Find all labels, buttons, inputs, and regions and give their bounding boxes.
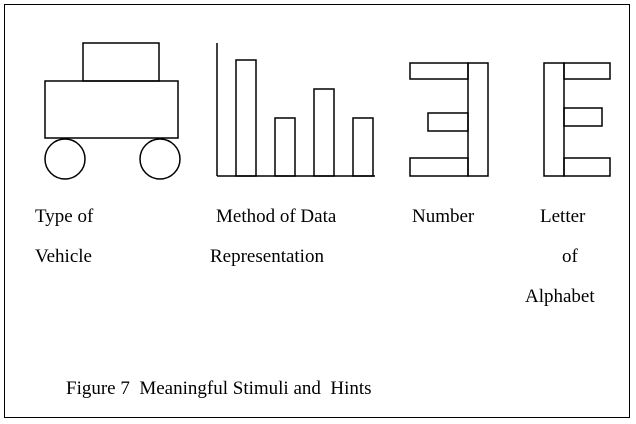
vehicle-label-line-2: Vehicle (35, 246, 92, 267)
e-vertical-stroke (543, 62, 565, 177)
bar-glyph-bar-4 (352, 117, 374, 177)
three-vertical-stroke (467, 62, 489, 177)
vehicle-stimulus (44, 42, 181, 180)
letter-label-line-2: of (562, 246, 578, 267)
vehicle-wheel-right (139, 138, 181, 180)
three-top-stroke (409, 62, 469, 80)
bar-glyph-bar-3 (313, 88, 335, 177)
bar-glyph-bar-2 (274, 117, 296, 177)
three-middle-stroke (427, 112, 469, 132)
number-three-stimulus (409, 62, 489, 177)
data-representation-label-line-2: Representation (210, 246, 324, 267)
bar-glyph-bar-1 (235, 59, 257, 177)
data-representation-label-line-1: Method of Data (216, 206, 337, 227)
e-top-stroke (563, 62, 611, 80)
vehicle-cab (82, 42, 160, 82)
letter-e-stimulus (543, 62, 611, 177)
vehicle-wheel-left (44, 138, 86, 180)
figure-frame (4, 4, 630, 418)
e-middle-stroke (563, 107, 603, 127)
e-bottom-stroke (563, 157, 611, 177)
number-label: Number (412, 206, 475, 227)
vehicle-body (44, 80, 179, 139)
figure-caption: Figure 7 Meaningful Stimuli and Hints (66, 378, 372, 399)
letter-label-line-3: Alphabet (525, 286, 595, 307)
data-representation-stimulus (216, 43, 375, 177)
vehicle-label-line-1: Type of (35, 206, 94, 227)
letter-label-line-1: Letter (540, 206, 586, 227)
three-bottom-stroke (409, 157, 469, 177)
